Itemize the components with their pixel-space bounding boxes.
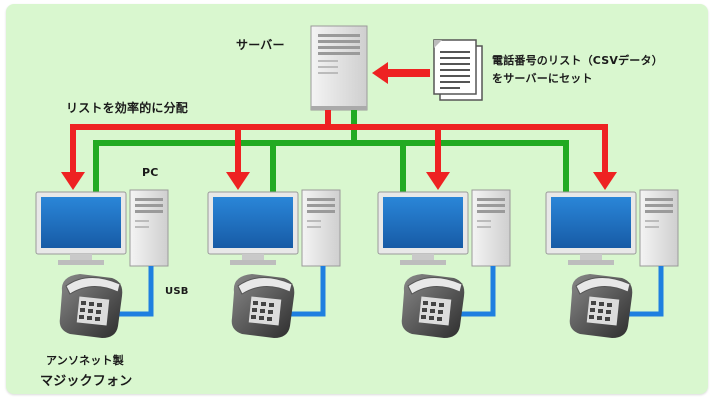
telephone-icon [59, 274, 123, 338]
workstation-3 [377, 189, 511, 338]
usb-label: USB [165, 286, 189, 297]
document-icon [433, 39, 483, 101]
monitor-icon [35, 191, 127, 265]
workstation-1 [35, 189, 169, 338]
monitor-icon [377, 191, 469, 265]
workstation-4 [545, 189, 679, 338]
phone-maker-label: アンソネット製 [46, 354, 124, 367]
set-list-arrow [372, 62, 430, 84]
server-icon [310, 25, 368, 111]
red-arrowheads [61, 172, 617, 190]
pc-tower-icon [301, 189, 341, 267]
csv-list-label-line2: をサーバーにセット [492, 72, 593, 85]
red-distribution-lines [70, 110, 608, 174]
usb-cable [628, 266, 664, 317]
pc-label: PC [142, 166, 159, 179]
usb-cable [290, 266, 326, 317]
telephone-icon [401, 274, 465, 338]
telephone-icon [231, 274, 295, 338]
server-label: サーバー [236, 38, 285, 52]
phone-name-label: マジックフォン [40, 374, 133, 389]
distribute-label: リストを効率的に分配 [66, 101, 189, 115]
pc-tower-icon [639, 189, 679, 267]
workstation-2 [207, 189, 341, 338]
csv-list-label-line1: 電話番号のリスト（CSVデータ） [492, 54, 663, 67]
pc-tower-icon [129, 189, 169, 267]
telephone-icon [569, 274, 633, 338]
monitor-icon [207, 191, 299, 265]
pc-tower-icon [471, 189, 511, 267]
monitor-icon [545, 191, 637, 265]
usb-cable [460, 266, 496, 317]
usb-cable [118, 266, 154, 317]
